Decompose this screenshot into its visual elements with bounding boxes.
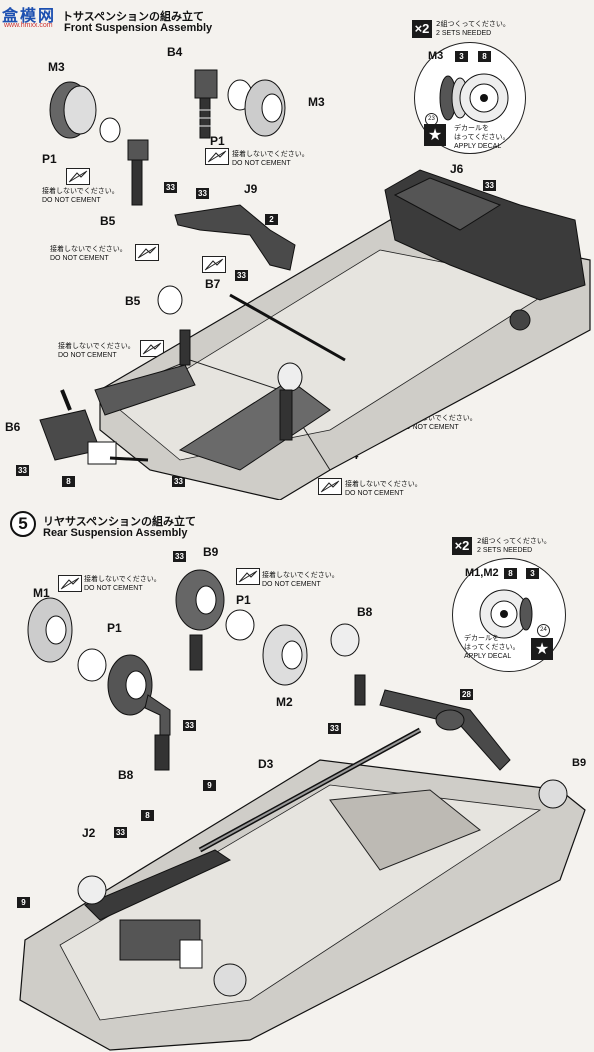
callout-badge-8: 8 bbox=[504, 568, 517, 579]
front-suspension-illustration bbox=[39, 69, 591, 500]
no-cement-icon bbox=[202, 256, 226, 273]
apply-decal-note: デカールをはってください。APPLY DECAL bbox=[454, 124, 510, 150]
parts-badge: 33 bbox=[173, 551, 186, 562]
part-label-d3: D3 bbox=[258, 757, 274, 771]
parts-badge: 33 bbox=[172, 476, 185, 487]
site-logo: 盒模网 bbox=[2, 6, 57, 25]
wheel-detail-illustration bbox=[479, 589, 533, 639]
decal-number: 24 bbox=[537, 624, 550, 637]
part-label-b9-top: B9 bbox=[203, 545, 219, 559]
parts-badge: 33 bbox=[114, 827, 127, 838]
parts-badge: 33 bbox=[183, 720, 196, 731]
no-cement-icon bbox=[140, 340, 164, 357]
part-label-p1-right: P1 bbox=[236, 593, 251, 607]
no-cement-note: 接着しないでください。DO NOT CEMENT bbox=[400, 414, 477, 431]
callout-badge-8: 8 bbox=[478, 51, 491, 62]
sets-multiplier-badge: ×2 bbox=[412, 20, 432, 38]
no-cement-icon bbox=[66, 168, 90, 185]
no-cement-icon bbox=[236, 568, 260, 585]
sets-needed-note: 2組つくってください。2 SETS NEEDED bbox=[436, 20, 510, 37]
part-label-b7: B7 bbox=[205, 277, 221, 291]
part-label-m3-left: M3 bbox=[48, 60, 65, 74]
step5-title-jp: リヤサスペンションの組み立て bbox=[43, 515, 197, 528]
wheel-detail-illustration bbox=[439, 73, 509, 123]
part-label-m1: M1 bbox=[33, 586, 50, 600]
no-cement-note: 接着しないでください。DO NOT CEMENT bbox=[262, 571, 339, 588]
parts-badge: 33 bbox=[164, 182, 177, 193]
part-label-b5-mid: B5 bbox=[125, 294, 141, 308]
no-cement-note: 接着しないでください。DO NOT CEMENT bbox=[42, 187, 119, 204]
part-label-b8-right: B8 bbox=[357, 605, 373, 619]
parts-badge: 33 bbox=[196, 188, 209, 199]
parts-badge: 8 bbox=[62, 476, 75, 487]
part-label-b8-left: B8 bbox=[118, 768, 134, 782]
sets-multiplier-badge: ×2 bbox=[452, 537, 472, 555]
apply-decal-note: デカールをはってください。APPLY DECAL bbox=[464, 634, 520, 660]
parts-badge: 2 bbox=[265, 214, 278, 225]
no-cement-icon bbox=[58, 575, 82, 592]
parts-badge: 33 bbox=[483, 180, 496, 191]
step5-title-en: Rear Suspension Assembly bbox=[43, 527, 188, 539]
star-icon: ★ bbox=[531, 638, 553, 660]
callout-label-m3: M3 bbox=[428, 50, 444, 62]
step4-title-en: Front Suspension Assembly bbox=[64, 22, 213, 34]
part-label-j2: J2 bbox=[82, 826, 96, 840]
no-cement-note: 接着しないでください。DO NOT CEMENT bbox=[84, 575, 161, 592]
part-label-m2: M2 bbox=[276, 695, 293, 709]
no-cement-icon bbox=[135, 244, 159, 261]
callout-badge-3: 3 bbox=[455, 51, 468, 62]
site-url: www.hmxx.com bbox=[4, 22, 53, 29]
step4-title-jp: トサスペンションの組み立て bbox=[62, 10, 205, 23]
parts-badge: 33 bbox=[328, 723, 341, 734]
no-cement-icon bbox=[318, 478, 342, 495]
no-cement-note: 接着しないでください。DO NOT CEMENT bbox=[50, 245, 127, 262]
part-label-p1-right: P1 bbox=[210, 134, 225, 148]
part-label-b5-top: B5 bbox=[100, 214, 116, 228]
parts-badge: 28 bbox=[460, 689, 473, 700]
part-label-p1-left: P1 bbox=[42, 152, 57, 166]
part-label-m3-right: M3 bbox=[308, 95, 325, 109]
callout-label-m1-m2: M1,M2 bbox=[465, 567, 499, 579]
step-number: 5 bbox=[10, 511, 36, 537]
part-label-b6: B6 bbox=[5, 420, 21, 434]
star-icon: ★ bbox=[424, 124, 446, 146]
part-label-b4: B4 bbox=[167, 45, 183, 59]
part-label-p1-left: P1 bbox=[107, 621, 122, 635]
sets-needed-note: 2組つくってください。2 SETS NEEDED bbox=[477, 537, 551, 554]
no-cement-note: 接着しないでください。DO NOT CEMENT bbox=[232, 150, 309, 167]
parts-badge: 8 bbox=[141, 810, 154, 821]
part-label-j9: J9 bbox=[244, 182, 258, 196]
parts-badge: 9 bbox=[203, 780, 216, 791]
parts-badge: 9 bbox=[17, 897, 30, 908]
callout-badge-3: 3 bbox=[526, 568, 539, 579]
no-cement-note: 接着しないでください。DO NOT CEMENT bbox=[58, 342, 135, 359]
no-cement-icon bbox=[205, 148, 229, 165]
parts-badge: 33 bbox=[16, 465, 29, 476]
no-cement-note: 接着しないでください。DO NOT CEMENT bbox=[345, 480, 422, 497]
parts-badge: 33 bbox=[235, 270, 248, 281]
part-label-b9-right: B9 bbox=[572, 757, 587, 769]
part-label-j6: J6 bbox=[450, 162, 464, 176]
rear-suspension-illustration bbox=[19, 569, 586, 1051]
